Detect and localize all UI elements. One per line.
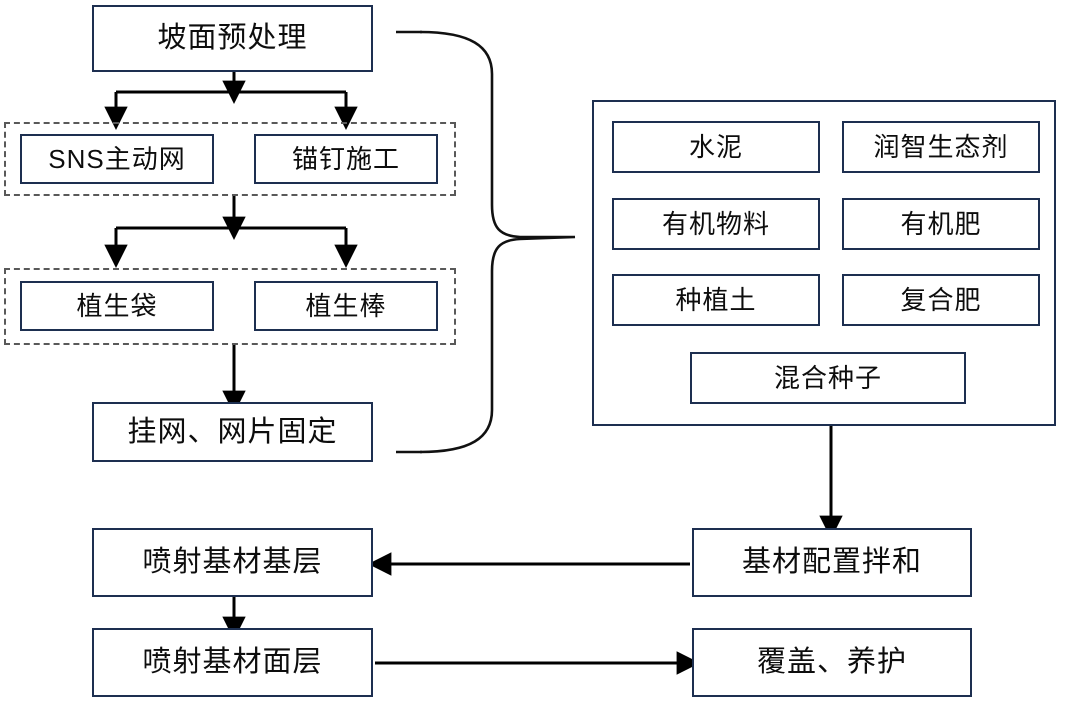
node-label: 基材配置拌和: [741, 546, 922, 578]
node-label: 植生棒: [305, 291, 387, 321]
group-reinforcement: [4, 122, 456, 196]
node-anchor-construction[interactable]: 锚钉施工: [254, 134, 438, 184]
node-label: 挂网、网片固定: [127, 415, 338, 448]
node-spray-base-layer[interactable]: 喷射基材基层: [92, 528, 373, 597]
node-label: 植生袋: [76, 291, 158, 321]
material-item-compound-fertilizer[interactable]: 复合肥: [842, 274, 1040, 326]
material-item-cement[interactable]: 水泥: [612, 121, 820, 173]
material-label: 混合种子: [773, 363, 882, 393]
material-panel: 水泥 润智生态剂 有机物料 有机肥 种植土 复合肥 混合种子: [592, 100, 1056, 426]
node-slope-pretreatment[interactable]: 坡面预处理: [92, 5, 373, 72]
material-label: 水泥: [688, 132, 743, 162]
material-label: 种植土: [675, 285, 757, 315]
node-substrate-mixing[interactable]: 基材配置拌和: [692, 528, 972, 597]
material-label: 有机物料: [661, 209, 770, 239]
material-label: 复合肥: [900, 285, 982, 315]
node-cover-maintenance[interactable]: 覆盖、养护: [692, 628, 972, 697]
brace-connector: [419, 30, 576, 454]
material-item-organic-material[interactable]: 有机物料: [612, 198, 820, 250]
material-item-mixed-seeds[interactable]: 混合种子: [690, 352, 966, 404]
node-sns-active-net[interactable]: SNS主动网: [20, 134, 214, 184]
node-vegetation-bag[interactable]: 植生袋: [20, 281, 214, 331]
node-label: 喷射基材面层: [142, 646, 323, 678]
node-label: SNS主动网: [48, 144, 186, 174]
node-net-hanging-fixing[interactable]: 挂网、网片固定: [92, 402, 373, 462]
node-spray-surface-layer[interactable]: 喷射基材面层: [92, 628, 373, 697]
group-vegetation: [4, 268, 456, 345]
material-item-runzhi-eco-agent[interactable]: 润智生态剂: [842, 121, 1040, 173]
node-label: 覆盖、养护: [756, 646, 907, 678]
node-label: 锚钉施工: [291, 144, 400, 174]
material-item-planting-soil[interactable]: 种植土: [612, 274, 820, 326]
material-label: 润智生态剂: [873, 132, 1009, 162]
material-item-organic-fertilizer[interactable]: 有机肥: [842, 198, 1040, 250]
node-label: 喷射基材基层: [142, 546, 323, 578]
material-label: 有机肥: [900, 209, 982, 239]
node-label: 坡面预处理: [157, 22, 308, 54]
node-vegetation-stick[interactable]: 植生棒: [254, 281, 438, 331]
